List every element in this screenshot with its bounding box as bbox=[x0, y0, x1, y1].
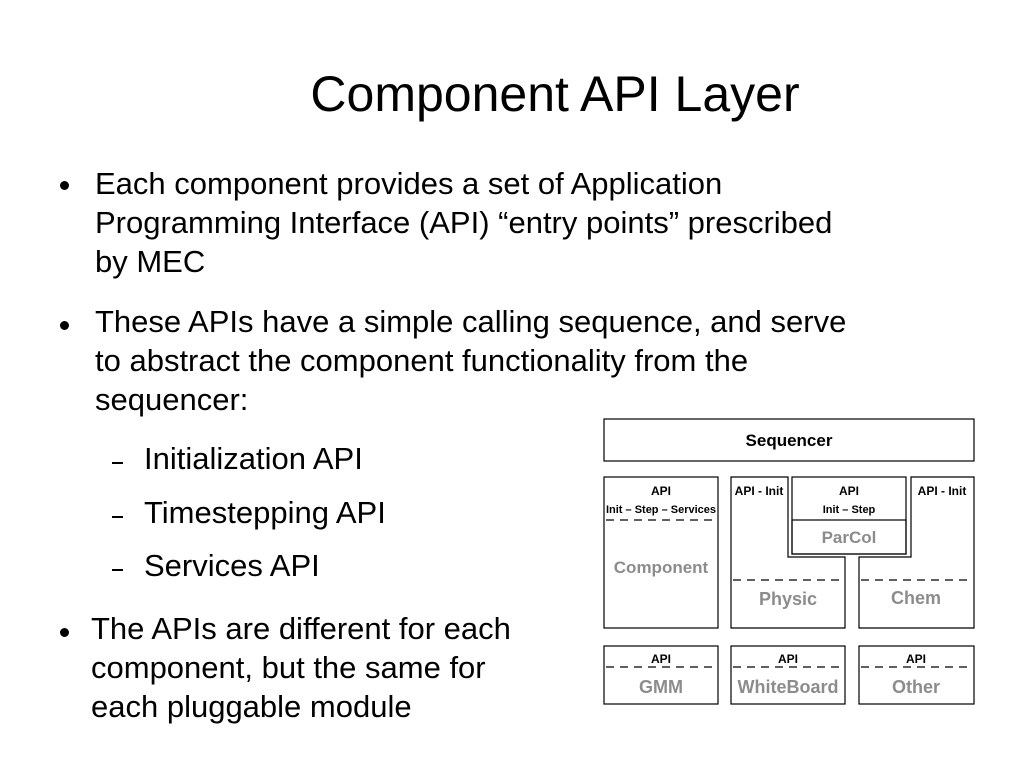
other-label: Other bbox=[892, 677, 940, 697]
bullet-dot bbox=[60, 181, 69, 190]
bullet-2-line: sequencer: bbox=[95, 382, 249, 417]
bullet-dot bbox=[60, 321, 69, 330]
sequencer-label: Sequencer bbox=[746, 431, 833, 450]
other-api-label: API bbox=[906, 652, 926, 666]
physic-box bbox=[730, 476, 846, 629]
gmm-box bbox=[603, 645, 719, 705]
sequencer-box bbox=[603, 418, 975, 462]
whiteboard-label: WhiteBoard bbox=[738, 677, 839, 697]
bullet-3-text: The APIs are different for each componen… bbox=[91, 609, 511, 726]
sub-bullet-timestepping: Timestepping API bbox=[144, 495, 386, 530]
component-api-label: API bbox=[651, 484, 671, 498]
physic-label: Physic bbox=[759, 589, 817, 609]
chem-api-label: API - Init bbox=[918, 484, 967, 498]
sub-bullet-initialization: Initialization API bbox=[144, 441, 363, 476]
gmm-label: GMM bbox=[639, 677, 683, 697]
parcol-api-sub-label: Init – Step bbox=[823, 504, 876, 516]
bullet-2-line: to abstract the component functionality … bbox=[95, 343, 749, 378]
whiteboard-api-label: API bbox=[778, 652, 798, 666]
whiteboard-box bbox=[730, 645, 846, 705]
bullet-3-line: each pluggable module bbox=[91, 689, 412, 724]
parcol-api-label: API bbox=[839, 484, 859, 498]
physic-api-label: API - Init bbox=[735, 484, 784, 498]
slide-title: Component API Layer bbox=[310, 66, 800, 122]
parcol-box bbox=[791, 519, 907, 555]
bullet-1-line: by MEC bbox=[95, 244, 206, 279]
bullet-dot bbox=[60, 628, 69, 637]
other-box bbox=[858, 645, 975, 705]
bullet-2-line: These APIs have a simple calling sequenc… bbox=[95, 304, 847, 339]
sub-bullet-services: Services API bbox=[144, 548, 320, 583]
bullet-2-text: These APIs have a simple calling sequenc… bbox=[95, 302, 846, 419]
bullet-1-line: Each component provides a set of Applica… bbox=[95, 166, 723, 201]
sub-bullet-dash bbox=[112, 516, 123, 518]
sub-bullet-dash bbox=[112, 462, 123, 464]
bullet-3-line: component, but the same for bbox=[91, 650, 486, 685]
bullet-3-line: The APIs are different for each bbox=[91, 611, 511, 646]
sub-bullet-dash bbox=[112, 569, 123, 571]
chem-label: Chem bbox=[891, 588, 941, 608]
bullet-1-text: Each component provides a set of Applica… bbox=[95, 164, 832, 281]
component-label: Component bbox=[614, 558, 709, 577]
bullet-1-line: Programming Interface (API) “entry point… bbox=[95, 205, 833, 240]
component-box bbox=[603, 476, 719, 629]
gmm-api-label: API bbox=[651, 652, 671, 666]
component-api-sub-label: Init – Step – Services bbox=[606, 504, 716, 516]
chem-box bbox=[858, 476, 975, 629]
parcol-label: ParCol bbox=[822, 528, 877, 547]
